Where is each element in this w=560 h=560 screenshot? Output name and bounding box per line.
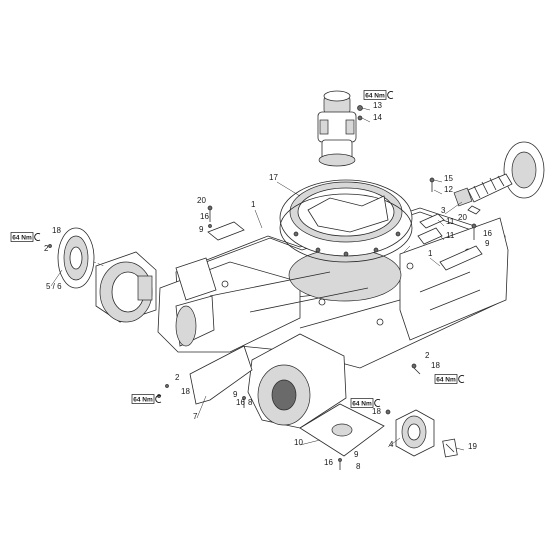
torque-callouts: 64 Nm 64 Nm 64 Nm 64 Nm 64 Nm — [10, 90, 465, 408]
torque-value: 64 Nm — [133, 396, 153, 403]
torque-callout: 64 Nm — [434, 374, 465, 384]
part-label: 18 — [181, 387, 190, 396]
wrench-icon — [387, 91, 394, 99]
part-label: 11 — [446, 217, 455, 226]
part-label: 11 — [446, 231, 455, 240]
part-label: 9 — [485, 239, 490, 248]
part-label: 14 — [373, 113, 382, 122]
part-label: 13 — [373, 101, 382, 110]
part-label: 19 — [468, 442, 477, 451]
part-label: 8 — [248, 398, 253, 407]
torque-box — [10, 232, 34, 242]
part-label: 16 — [200, 212, 209, 221]
cover-plates — [189, 345, 385, 457]
part-label: 2 — [425, 351, 430, 360]
torque-value: 64 Nm — [365, 92, 385, 99]
part-label: 16 — [236, 398, 245, 407]
part-label: 18 — [431, 361, 440, 370]
torque-box — [363, 90, 387, 100]
wrench-icon — [34, 233, 41, 241]
wrench-icon — [458, 375, 465, 383]
part-label: 12 — [444, 185, 453, 194]
travel-motor — [57, 227, 157, 323]
torque-value: 64 Nm — [352, 400, 372, 407]
part-label: 9 — [199, 225, 204, 234]
part-label: 4 — [389, 440, 394, 449]
part-label: 9 — [233, 390, 238, 399]
part-label: 9 — [354, 450, 359, 459]
torque-callout: 64 Nm — [10, 232, 41, 242]
torque-callout: 64 Nm — [350, 398, 381, 408]
torque-value: 64 Nm — [12, 234, 32, 241]
part-label: 16 — [483, 229, 492, 238]
slewing-ring — [279, 179, 413, 263]
brackets — [207, 213, 483, 271]
part-label: 15 — [444, 174, 453, 183]
part-label: 10 — [294, 438, 303, 447]
part-label: 17 — [269, 173, 278, 182]
part-label: 18 — [52, 226, 61, 235]
part-label: 3 — [441, 206, 446, 215]
part-label: 20 — [458, 213, 467, 222]
torque-box — [434, 374, 458, 384]
part-label: 7 — [193, 412, 198, 421]
torque-callout: 64 Nm — [363, 90, 394, 100]
part-label: 20 — [197, 196, 206, 205]
part-label: 18 — [372, 407, 381, 416]
part-label: 1 — [428, 249, 433, 258]
part-label: 2 — [175, 373, 180, 382]
torque-box — [131, 394, 155, 404]
swivel-joint — [317, 90, 363, 167]
bolts-washers — [48, 177, 477, 470]
wrench-icon — [155, 395, 162, 403]
track-roller — [395, 409, 458, 458]
part-label: 2 — [44, 244, 49, 253]
torque-value: 64 Nm — [436, 376, 456, 383]
wrench-icon — [374, 399, 381, 407]
part-label: 1 — [251, 200, 256, 209]
undercarriage-frame — [157, 207, 509, 429]
torque-box — [350, 398, 374, 408]
leader-lines — [50, 107, 465, 451]
torque-callout: 64 Nm — [131, 394, 162, 404]
part-label: 8 — [356, 462, 361, 471]
idler-assembly — [453, 141, 545, 215]
part-label: 5 / 6 — [46, 282, 62, 291]
part-label: 16 — [324, 458, 333, 467]
